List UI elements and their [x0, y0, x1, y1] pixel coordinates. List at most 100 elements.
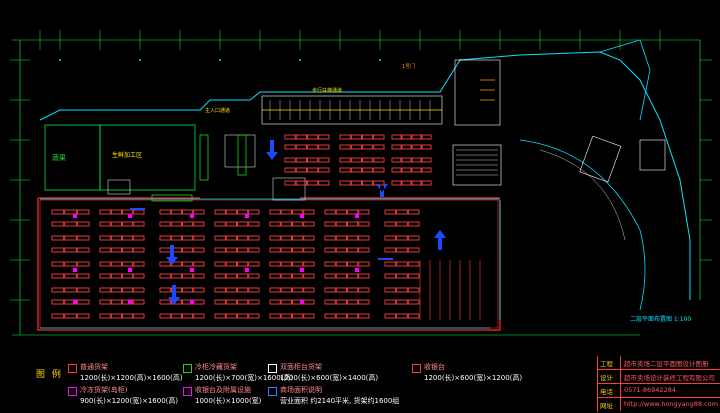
shelf-unit	[225, 313, 237, 319]
shelf-unit	[303, 287, 315, 293]
shelf-unit	[339, 180, 351, 186]
shelf-unit	[318, 167, 330, 173]
shelf-unit	[324, 299, 336, 305]
shelf-unit	[159, 221, 171, 227]
shelf-unit	[358, 273, 370, 279]
plan-scale-label: 二层平面布置图 1:100	[630, 316, 692, 323]
shelf-unit	[350, 134, 362, 140]
shelf-unit	[214, 299, 226, 305]
shelf-unit	[99, 261, 111, 267]
shelf-unit	[269, 221, 281, 227]
fresh-area-label: 生鲜加工区	[112, 151, 142, 159]
shelf-unit	[237, 261, 249, 267]
shelf-unit	[237, 235, 249, 241]
shelf-unit	[411, 167, 422, 173]
shelf-unit	[269, 299, 281, 305]
shelf-unit	[182, 235, 194, 241]
shelf-unit	[295, 180, 307, 186]
shelf-unit	[225, 299, 237, 305]
shelf-unit	[324, 287, 336, 293]
shelf-unit	[159, 287, 171, 293]
shelf-unit	[384, 209, 397, 215]
shelf-unit	[303, 247, 315, 253]
shelf-unit	[284, 134, 296, 140]
shelf-unit	[307, 134, 319, 140]
shelf-unit	[303, 299, 315, 305]
shelf-unit	[350, 144, 362, 150]
freezer-marker	[190, 214, 194, 218]
shelf-unit	[347, 313, 359, 319]
shelf-unit	[324, 247, 336, 253]
shelf-unit	[303, 313, 315, 319]
shelf-unit	[133, 313, 145, 319]
shelf-unit	[324, 209, 336, 215]
shelf-unit	[421, 167, 432, 173]
shelf-unit	[335, 247, 347, 253]
shelf-unit	[193, 299, 205, 305]
shelf-unit	[280, 209, 292, 215]
shelf-unit	[237, 299, 249, 305]
shelf-unit	[110, 313, 122, 319]
shelf-unit	[76, 261, 90, 267]
shelf-unit	[237, 313, 249, 319]
shelf-unit	[99, 209, 111, 215]
shelf-unit	[318, 134, 330, 140]
shelf-unit	[99, 287, 111, 293]
shelf-unit	[159, 247, 171, 253]
shelf-unit	[214, 273, 226, 279]
shelf-unit	[421, 134, 432, 140]
shelf-unit	[122, 299, 134, 305]
legend-swatch-area	[268, 387, 277, 396]
shelf-unit	[362, 157, 374, 163]
shelf-unit	[307, 144, 319, 150]
shelf-unit	[182, 287, 194, 293]
shelf-unit	[248, 261, 260, 267]
shelf-unit	[51, 235, 65, 241]
shelf-unit	[193, 313, 205, 319]
shelf-unit	[99, 273, 111, 279]
shelf-unit	[76, 287, 90, 293]
shelf-unit	[110, 247, 122, 253]
title-block-row: 工程超市卖场二层平面图设计图册	[598, 356, 720, 370]
shelf-unit	[335, 261, 347, 267]
shelf-unit	[421, 180, 432, 186]
shelf-unit	[269, 209, 281, 215]
freezer-marker	[300, 214, 304, 218]
shelf-unit	[373, 144, 385, 150]
shelf-unit	[122, 235, 134, 241]
shelf-unit	[193, 247, 205, 253]
shelf-unit	[193, 221, 205, 227]
shelf-unit	[280, 313, 292, 319]
shelf-unit	[347, 261, 359, 267]
shelf-unit	[292, 313, 304, 319]
shelf-unit	[280, 299, 292, 305]
shelf-unit	[391, 157, 402, 163]
shelf-unit	[269, 235, 281, 241]
entrance-label: 主入口通道	[205, 107, 230, 114]
shelf-unit	[248, 287, 260, 293]
shelf-unit	[292, 247, 304, 253]
shelf-unit	[133, 273, 145, 279]
freezer-marker	[190, 300, 194, 304]
shelf-unit	[384, 235, 397, 241]
shelf-unit	[407, 313, 420, 319]
shelf-unit	[110, 299, 122, 305]
shelf-unit	[182, 273, 194, 279]
shelf-unit	[303, 209, 315, 215]
shelf-unit	[396, 247, 408, 253]
shelf-unit	[248, 235, 260, 241]
shelf-unit	[122, 287, 134, 293]
shelf-unit	[280, 247, 292, 253]
shelf-unit	[225, 287, 237, 293]
shelf-unit	[248, 299, 260, 305]
shelf-unit	[64, 209, 77, 215]
shelf-unit	[214, 221, 226, 227]
shelf-unit	[347, 299, 359, 305]
shelf-unit	[170, 209, 182, 215]
shelf-unit	[214, 235, 226, 241]
shelf-unit	[225, 261, 237, 267]
